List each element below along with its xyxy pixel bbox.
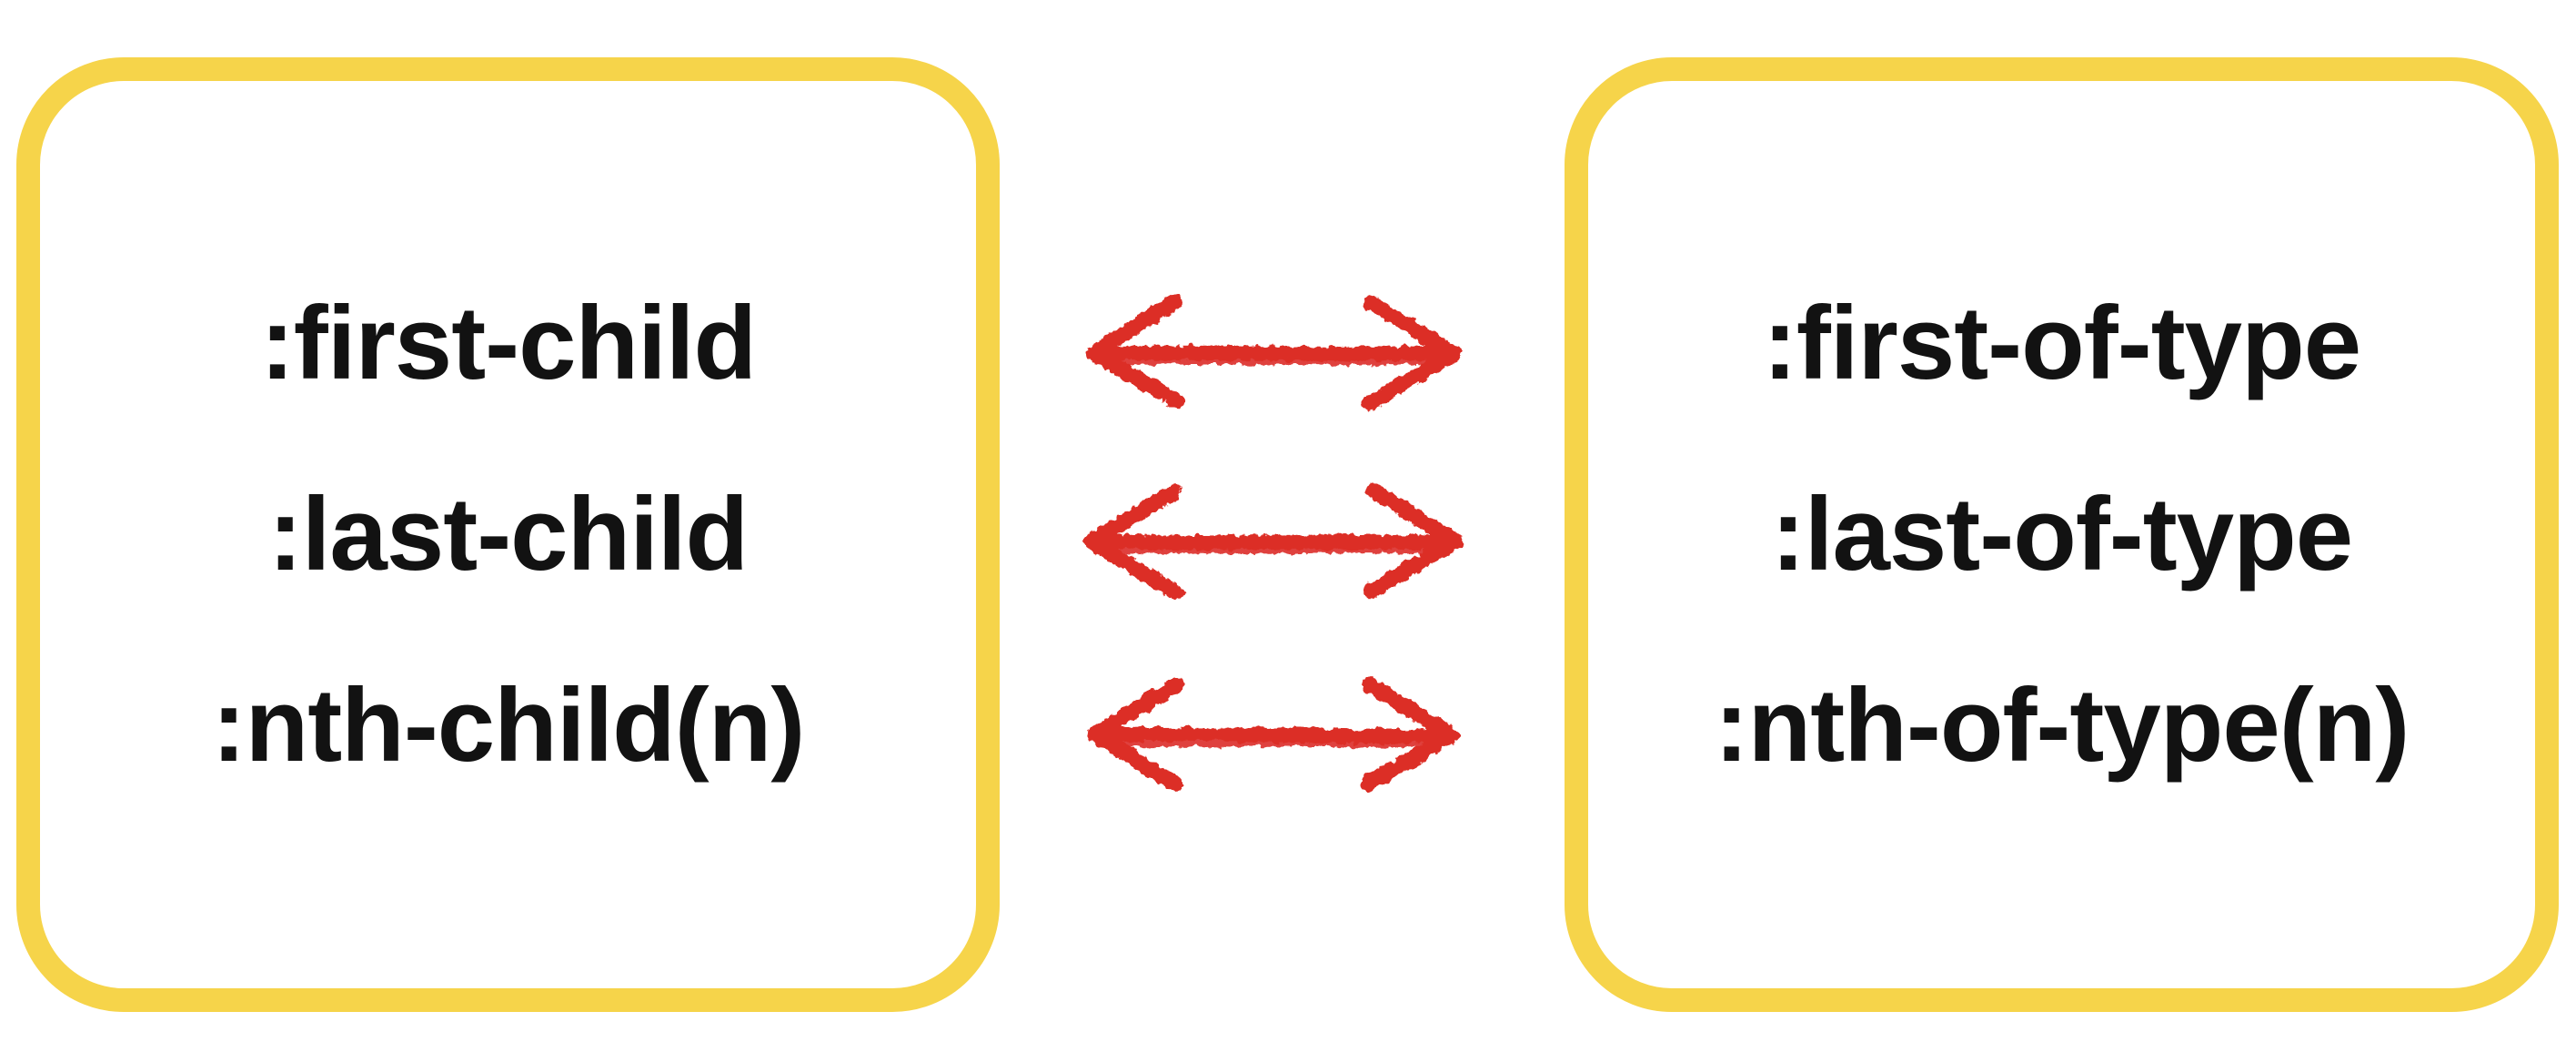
child-selectors-box: :first-child :last-child :nth-child(n)	[16, 57, 1000, 1012]
nth-child-label: :nth-child(n)	[211, 668, 806, 784]
double-headed-arrow-icon	[1087, 676, 1460, 793]
first-of-type-label: :first-of-type	[1762, 286, 2361, 401]
first-child-label: :first-child	[259, 286, 757, 401]
last-child-label: :last-child	[267, 477, 749, 592]
nth-of-type-label: :nth-of-type(n)	[1714, 668, 2410, 784]
double-headed-arrow-icon	[1085, 293, 1462, 411]
double-headed-arrow-icon	[1083, 482, 1464, 601]
of-type-selectors-box: :first-of-type :last-of-type :nth-of-typ…	[1565, 57, 2559, 1012]
last-of-type-label: :last-of-type	[1770, 477, 2353, 592]
